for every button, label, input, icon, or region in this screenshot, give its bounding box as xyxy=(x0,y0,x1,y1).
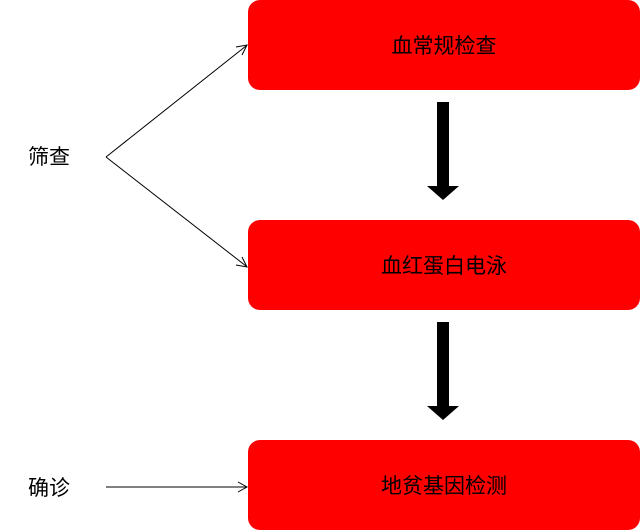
down-arrow-1-shaft xyxy=(437,102,449,188)
down-arrow-2-head xyxy=(427,406,459,420)
screening-arrowhead-lower xyxy=(235,256,248,268)
side-label-confirm: 确诊 xyxy=(28,476,70,500)
screening-line-lower xyxy=(105,156,247,267)
flow-box-label: 地贫基因检测 xyxy=(381,474,507,498)
screening-arrowhead-upper xyxy=(235,44,248,56)
down-arrow-1-head xyxy=(427,186,459,200)
side-label-screening: 筛查 xyxy=(28,145,70,169)
flow-box-label: 血常规检查 xyxy=(391,34,497,58)
flow-box-label: 血红蛋白电泳 xyxy=(381,254,507,278)
flow-box-blood-routine: 血常规检查 xyxy=(248,0,640,90)
flow-box-hemoglobin-electrophoresis: 血红蛋白电泳 xyxy=(248,220,640,310)
confirm-arrowhead xyxy=(237,481,249,493)
down-arrow-2-shaft xyxy=(437,322,449,408)
flow-box-thalassemia-gene-test: 地贫基因检测 xyxy=(248,440,640,530)
screening-line-upper xyxy=(105,45,247,158)
